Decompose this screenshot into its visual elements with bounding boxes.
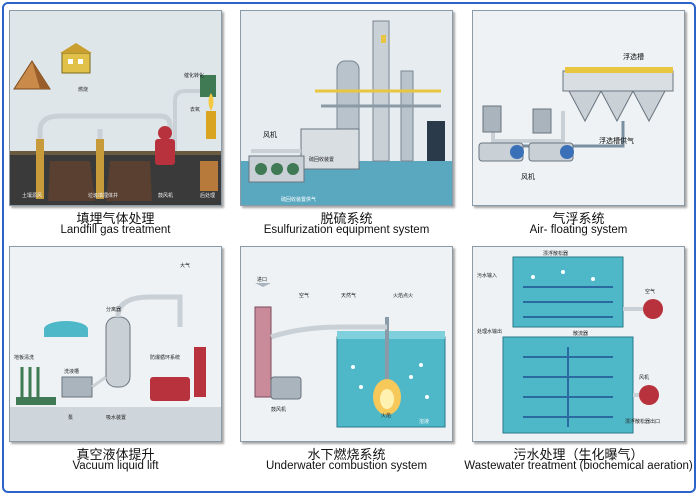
- diagram-wastewater: 漂浮散松器 污水输入 空气 处理水输出 散流器 风机 漂浮散松器出口: [472, 246, 685, 442]
- label-deoxygenate: 去氧: [190, 106, 200, 113]
- label-fan: 风机: [521, 172, 535, 181]
- outer-frame: [2, 2, 696, 493]
- label-diffuser-outlet: 漂浮散松器出口: [625, 418, 660, 425]
- label-ignition: 火焰点火: [393, 292, 413, 299]
- label-landfill-well: 垃圾填埋体井: [88, 192, 118, 199]
- label-wash-tank: 洗液槽: [64, 368, 79, 375]
- label-atmosphere: 大气: [180, 262, 190, 269]
- caption-en: Esulfurization equipment system: [263, 224, 430, 236]
- diagram-vacuum-lift: 大气 分离器 地板清洗 洗液槽 防爆循环系统 泵 吸水装置: [9, 246, 222, 442]
- label-air: 空气: [645, 288, 655, 295]
- label-flotation-air: 浮选槽供气: [599, 136, 634, 145]
- label-air: 空气: [299, 292, 309, 299]
- caption-zh: 填埋气体处理: [76, 212, 155, 227]
- label-catalytic: 催化转化: [184, 72, 204, 79]
- pump-icon: [639, 299, 663, 405]
- label-soil: 土壤源风: [22, 192, 42, 199]
- label-treated-out: 处理水输出: [477, 328, 502, 335]
- label-suction: 吸水装置: [106, 414, 126, 421]
- label-fan: 风机: [263, 130, 277, 139]
- caption-en: Landfill gas treatment: [60, 224, 171, 236]
- label-fan: 风机: [639, 374, 649, 381]
- label-flame: 火焰: [381, 412, 391, 419]
- caption-en: Underwater combustion system: [265, 460, 428, 472]
- caption-zh: 脱硫系统: [320, 212, 373, 227]
- pyramid-icon: [13, 60, 51, 90]
- tank-icon: [562, 67, 674, 123]
- label-flotation-tank: 浮选槽: [623, 52, 644, 61]
- pump-icon: [155, 126, 175, 165]
- label-blower: 鼓风机: [271, 406, 286, 413]
- label-combustion: 燃烧: [78, 86, 88, 93]
- flame-icon: [373, 379, 401, 415]
- caption-en: Vacuum liquid lift: [72, 460, 159, 472]
- label-sulfur-recovery-air: 硫回收装置供气: [281, 196, 316, 203]
- diagram-landfill-gas: 催化转化 去氧 燃烧 土壤源风 垃圾填埋体井 鼓风机 后处理: [9, 10, 222, 206]
- caption-zh: 污水处理（生化曝气）: [513, 448, 644, 463]
- diagram-air-floating: 浮选槽 浮选槽供气 风机: [472, 10, 685, 206]
- label-post-treatment: 后处理: [200, 192, 215, 199]
- building-icon: [60, 43, 92, 74]
- label-explosion-proof: 防爆循环系统: [150, 354, 180, 361]
- label-pump: 泵: [68, 415, 73, 421]
- label-solution: 溶液: [419, 418, 429, 425]
- label-sewage-in: 污水输入: [477, 272, 497, 279]
- label-inlet: 进口: [257, 276, 267, 283]
- caption-zh: 水下燃烧系统: [307, 448, 386, 463]
- caption-en: Air- floating system: [529, 224, 628, 236]
- caption-en: Wastewater treatment (biochemical aerati…: [464, 460, 693, 472]
- caption-zh: 气浮系统: [552, 212, 605, 227]
- diagram-desulfurization: 风机 硫回收装置 硫回收装置供气: [240, 10, 453, 206]
- label-sulfur-recovery: 硫回收装置: [309, 156, 334, 163]
- label-blower: 鼓风机: [158, 192, 173, 199]
- label-floating-diffuser: 漂浮散松器: [543, 250, 568, 257]
- label-diffuser: 散流器: [573, 330, 588, 337]
- diagram-underwater-combustion: 进口 空气 天然气 火焰点火 鼓风机 火焰 溶液: [240, 246, 453, 442]
- flame-icon: [206, 93, 216, 139]
- caption-zh: 真空液体提升: [76, 448, 155, 463]
- label-floor-wash: 地板清洗: [14, 354, 34, 361]
- label-natural-gas: 天然气: [341, 292, 356, 299]
- label-separator: 分离器: [106, 306, 121, 313]
